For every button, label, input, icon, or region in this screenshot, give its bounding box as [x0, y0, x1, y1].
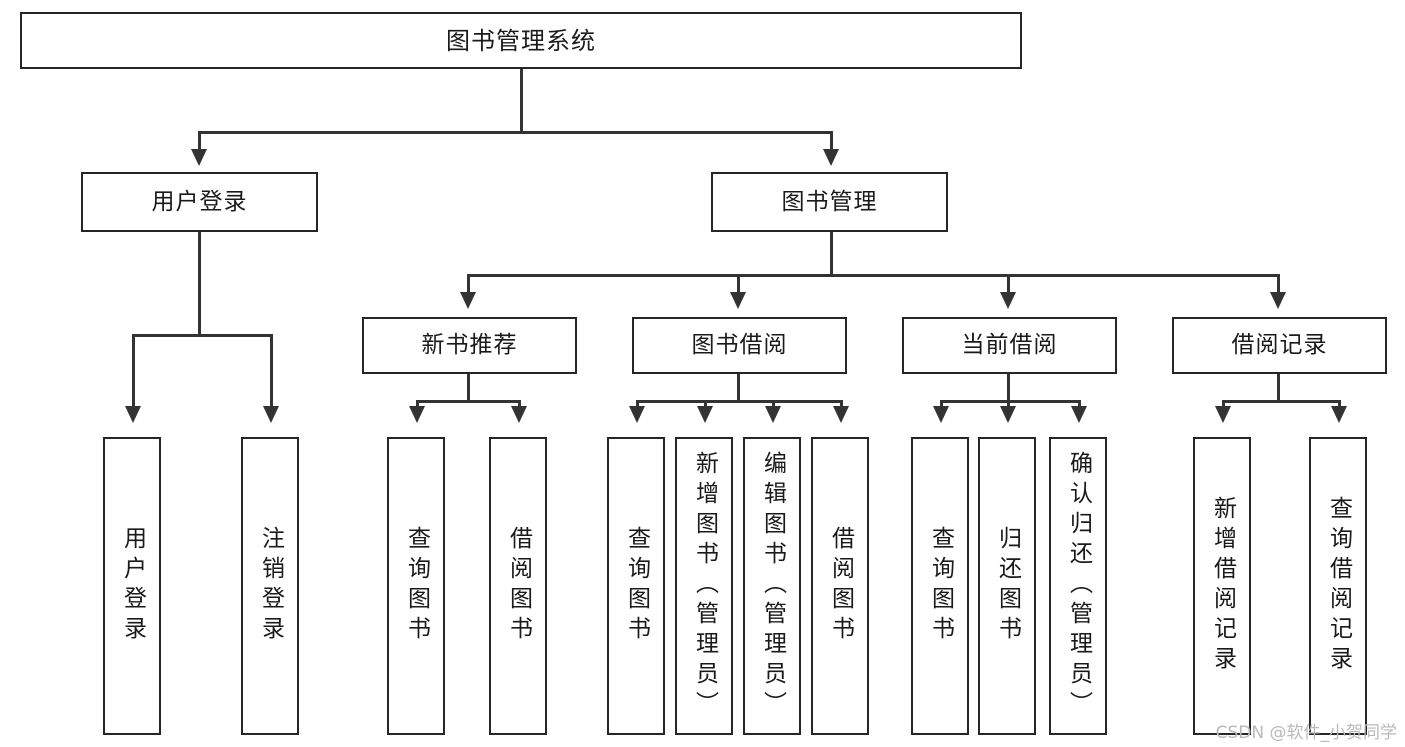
node-user-login[interactable]: 用户登录 — [81, 172, 318, 232]
edge-new-book-recommend-bus — [416, 400, 520, 403]
leaf-return-book[interactable]: 归还图书 — [978, 437, 1036, 735]
node-root-label: 图书管理系统 — [446, 26, 596, 55]
arrowhead-borrow-record — [1270, 292, 1286, 309]
node-new-book-recommend[interactable]: 新书推荐 — [362, 317, 577, 374]
leaf-query-book-1[interactable]: 查询图书 — [387, 437, 445, 735]
node-borrow-record-label: 借阅记录 — [1231, 332, 1328, 358]
arrowhead-user-login — [191, 149, 207, 166]
leaf-confirm-return[interactable]: 确认归还（管理员） — [1049, 437, 1107, 735]
leaf-query-book-3-label: 查询图书 — [927, 526, 954, 646]
edge-cb-drop-1 — [940, 400, 943, 408]
edge-current-borrow-stem — [1007, 374, 1010, 402]
edge-drop-borrow-record — [1277, 274, 1280, 294]
leaf-query-book-3[interactable]: 查询图书 — [911, 437, 969, 735]
edge-level2-bus — [198, 131, 832, 134]
arrowhead-book-management — [823, 149, 839, 166]
leaf-user-login[interactable]: 用户登录 — [103, 437, 161, 735]
edge-drop-book-management — [830, 131, 833, 151]
leaf-query-book-1-label: 查询图书 — [403, 526, 430, 646]
leaf-return-book-label: 归还图书 — [994, 526, 1021, 646]
edge-user-login-stem — [198, 232, 201, 336]
leaf-borrow-book-2[interactable]: 借阅图书 — [811, 437, 869, 735]
edge-nbr-drop-2 — [518, 400, 521, 408]
leaf-user-login-label: 用户登录 — [119, 526, 146, 646]
edge-nbr-drop-1 — [416, 400, 419, 408]
node-new-book-recommend-label: 新书推荐 — [421, 332, 518, 358]
leaf-add-book[interactable]: 新增图书（管理员） — [675, 437, 733, 735]
edge-user-login-leaf-drop-2 — [270, 334, 273, 408]
edge-bb-drop-1 — [636, 400, 639, 408]
arrowhead-leaf-add-book — [697, 406, 713, 423]
edge-br-drop-1 — [1222, 400, 1225, 408]
node-book-borrow-label: 图书借阅 — [691, 332, 788, 358]
edge-cb-drop-3 — [1078, 400, 1081, 408]
arrowhead-leaf-query-book-2 — [629, 406, 645, 423]
node-book-management[interactable]: 图书管理 — [711, 172, 948, 232]
leaf-logout[interactable]: 注销登录 — [241, 437, 299, 735]
leaf-query-record[interactable]: 查询借阅记录 — [1309, 437, 1367, 735]
edge-br-drop-2 — [1338, 400, 1341, 408]
node-root-book-management-system[interactable]: 图书管理系统 — [20, 12, 1022, 69]
arrowhead-leaf-logout — [263, 406, 279, 423]
node-book-management-label: 图书管理 — [781, 188, 878, 215]
leaf-edit-book-label: 编辑图书（管理员） — [759, 451, 786, 721]
leaf-borrow-book-1[interactable]: 借阅图书 — [489, 437, 547, 735]
arrowhead-current-borrow — [1000, 292, 1016, 309]
leaf-query-record-label: 查询借阅记录 — [1325, 496, 1352, 676]
edge-bb-drop-2 — [704, 400, 707, 408]
arrowhead-book-borrow — [730, 292, 746, 309]
arrowhead-leaf-query-book-1 — [409, 406, 425, 423]
edge-book-borrow-bus — [636, 400, 842, 403]
arrowhead-leaf-borrow-book-2 — [833, 406, 849, 423]
leaf-logout-label: 注销登录 — [257, 526, 284, 646]
leaf-add-record[interactable]: 新增借阅记录 — [1193, 437, 1251, 735]
edge-cb-drop-2 — [1007, 400, 1010, 408]
edge-drop-book-borrow — [737, 274, 740, 294]
arrowhead-leaf-user-login — [125, 406, 141, 423]
leaf-query-book-2-label: 查询图书 — [623, 526, 650, 646]
edge-user-login-leaf-drop-1 — [132, 334, 135, 408]
edge-borrow-record-stem — [1277, 374, 1280, 402]
edge-level3-bus — [467, 274, 1277, 277]
watermark: CSDN @软件_小贺同学 — [1215, 723, 1397, 743]
node-borrow-record[interactable]: 借阅记录 — [1172, 317, 1387, 374]
node-user-login-label: 用户登录 — [151, 188, 248, 215]
arrowhead-leaf-query-book-3 — [933, 406, 949, 423]
edge-bb-drop-3 — [772, 400, 775, 408]
edge-root-stem — [520, 69, 523, 131]
arrowhead-leaf-confirm-return — [1071, 406, 1087, 423]
edge-drop-new-book-recommend — [467, 274, 470, 294]
node-current-borrow[interactable]: 当前借阅 — [902, 317, 1117, 374]
edge-book-borrow-stem — [737, 374, 740, 402]
arrowhead-leaf-query-record — [1331, 406, 1347, 423]
node-book-borrow[interactable]: 图书借阅 — [632, 317, 847, 374]
edge-borrow-record-bus — [1222, 400, 1338, 403]
leaf-edit-book[interactable]: 编辑图书（管理员） — [743, 437, 801, 735]
edge-drop-current-borrow — [1007, 274, 1010, 294]
arrowhead-leaf-return-book — [1000, 406, 1016, 423]
leaf-borrow-book-2-label: 借阅图书 — [827, 526, 854, 646]
arrowhead-new-book-recommend — [460, 292, 476, 309]
arrowhead-leaf-edit-book — [765, 406, 781, 423]
edge-user-login-leaf-bus — [132, 334, 272, 337]
leaf-add-book-label: 新增图书（管理员） — [691, 451, 718, 721]
edge-current-borrow-bus — [940, 400, 1080, 403]
edge-drop-user-login — [198, 131, 201, 151]
edge-bb-drop-4 — [840, 400, 843, 408]
leaf-query-book-2[interactable]: 查询图书 — [607, 437, 665, 735]
arrowhead-leaf-add-record — [1215, 406, 1231, 423]
leaf-confirm-return-label: 确认归还（管理员） — [1065, 451, 1092, 721]
node-current-borrow-label: 当前借阅 — [961, 332, 1058, 358]
arrowhead-leaf-borrow-book-1 — [511, 406, 527, 423]
edge-new-book-recommend-stem — [467, 374, 470, 402]
edge-book-management-stem — [830, 232, 833, 276]
leaf-add-record-label: 新增借阅记录 — [1209, 496, 1236, 676]
leaf-borrow-book-1-label: 借阅图书 — [505, 526, 532, 646]
